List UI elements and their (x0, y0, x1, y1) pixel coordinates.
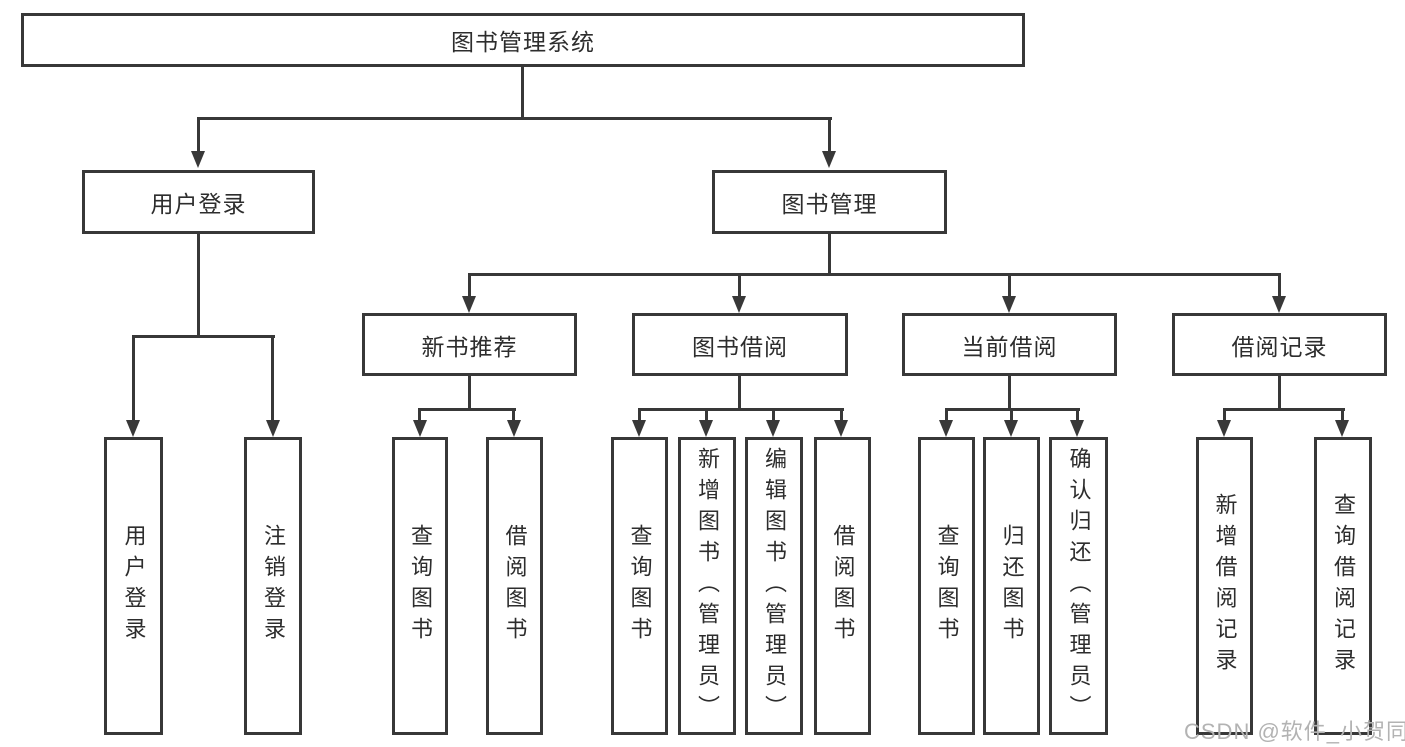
edge-line (638, 408, 641, 421)
edge-line (468, 273, 471, 297)
leaf-query-books-current: 查询图书 (918, 437, 975, 735)
edge-line (468, 376, 471, 408)
watermark-text: CSDN @软件_小贺同学 (1184, 719, 1405, 744)
edge-line (1223, 408, 1226, 421)
edge-line (705, 408, 708, 421)
leaf-query-books-borrowing: 查询图书 (611, 437, 668, 735)
edge-line (638, 408, 844, 411)
node-root: 图书管理系统 (21, 13, 1025, 67)
edge-line (1008, 376, 1011, 408)
leaf-borrow-books-borrowing: 借阅图书 (814, 437, 871, 735)
arrow-down-icon (822, 151, 836, 168)
edge-line (1341, 408, 1344, 421)
node-book-management: 图书管理 (712, 170, 947, 234)
arrow-down-icon (834, 420, 848, 437)
edge-line (132, 335, 275, 338)
edge-line (521, 67, 524, 117)
edge-line (197, 234, 200, 335)
edge-line (828, 234, 831, 273)
arrow-down-icon (699, 420, 713, 437)
edge-line (1076, 408, 1079, 421)
arrow-down-icon (1004, 420, 1018, 437)
edge-line (840, 408, 843, 421)
leaf-add-borrow-record: 新增借阅记录 (1196, 437, 1253, 735)
arrow-down-icon (766, 420, 780, 437)
arrow-down-icon (1070, 420, 1084, 437)
leaf-query-borrow-record: 查询借阅记录 (1314, 437, 1372, 735)
arrow-down-icon (1217, 420, 1231, 437)
leaf-borrow-books-recommend: 借阅图书 (486, 437, 543, 735)
leaf-return-books: 归还图书 (983, 437, 1040, 735)
leaf-add-books-admin: 新增图书（管理员） (678, 437, 736, 735)
edge-line (197, 117, 200, 152)
edge-line (418, 408, 421, 421)
edge-line (197, 117, 832, 120)
edge-line (271, 335, 274, 420)
arrow-down-icon (126, 420, 140, 437)
node-user-login: 用户登录 (82, 170, 315, 234)
edge-line (1278, 376, 1281, 408)
edge-line (418, 408, 516, 411)
leaf-query-books-recommend: 查询图书 (392, 437, 448, 735)
leaf-edit-books-admin: 编辑图书（管理员） (745, 437, 803, 735)
edge-line (772, 408, 775, 421)
node-current-borrowing: 当前借阅 (902, 313, 1117, 376)
edge-line (1008, 273, 1011, 297)
arrow-down-icon (266, 420, 280, 437)
arrow-down-icon (1272, 296, 1286, 313)
arrow-down-icon (732, 296, 746, 313)
node-borrowing-records: 借阅记录 (1172, 313, 1387, 376)
leaf-logout: 注销登录 (244, 437, 302, 735)
edge-line (1278, 273, 1281, 297)
edge-line (1010, 408, 1013, 421)
arrow-down-icon (507, 420, 521, 437)
edge-line (132, 335, 135, 420)
edge-line (945, 408, 948, 421)
edge-line (738, 273, 741, 297)
edge-line (828, 117, 831, 152)
edge-line (512, 408, 515, 421)
arrow-down-icon (462, 296, 476, 313)
arrow-down-icon (413, 420, 427, 437)
arrow-down-icon (1335, 420, 1349, 437)
leaf-user-login: 用户登录 (104, 437, 163, 735)
edge-line (1223, 408, 1345, 411)
arrow-down-icon (632, 420, 646, 437)
edge-line (468, 273, 1281, 276)
arrow-down-icon (1002, 296, 1016, 313)
edge-line (738, 376, 741, 408)
leaf-confirm-return-admin: 确认归还（管理员） (1049, 437, 1108, 735)
node-book-borrowing: 图书借阅 (632, 313, 848, 376)
node-new-book-recommend: 新书推荐 (362, 313, 577, 376)
arrow-down-icon (191, 151, 205, 168)
arrow-down-icon (939, 420, 953, 437)
